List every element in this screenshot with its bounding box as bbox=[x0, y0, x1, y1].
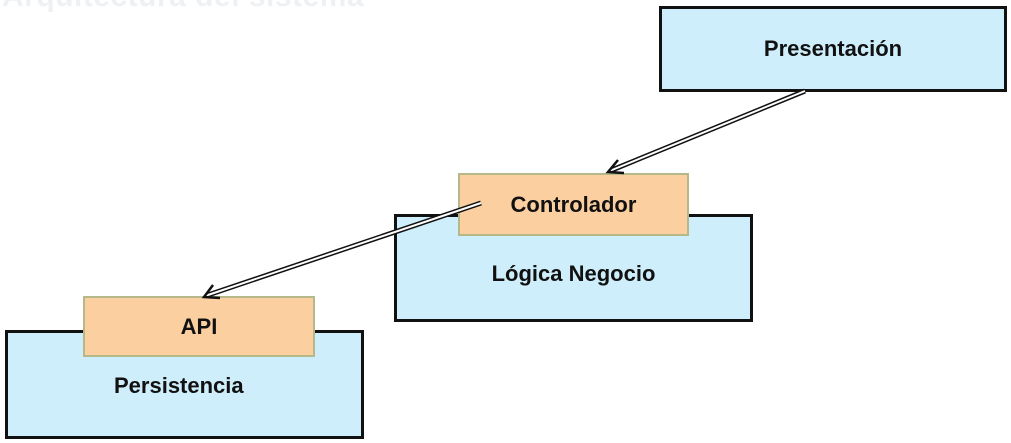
cut-off-title: Arquitectura del sistema bbox=[2, 0, 364, 14]
controlador-label: Controlador bbox=[510, 191, 637, 217]
persistencia-label: Persistencia bbox=[114, 373, 244, 398]
presentacion-layer-box: Presentación bbox=[659, 6, 1007, 92]
api-label: API bbox=[180, 313, 218, 339]
controlador-component-box: Controlador bbox=[458, 173, 689, 236]
logica-negocio-label: Lógica Negocio bbox=[491, 261, 656, 286]
arrow-presentacion-to-controlador bbox=[605, 88, 806, 175]
api-component-box: API bbox=[83, 296, 315, 357]
presentacion-label: Presentación bbox=[763, 36, 903, 61]
